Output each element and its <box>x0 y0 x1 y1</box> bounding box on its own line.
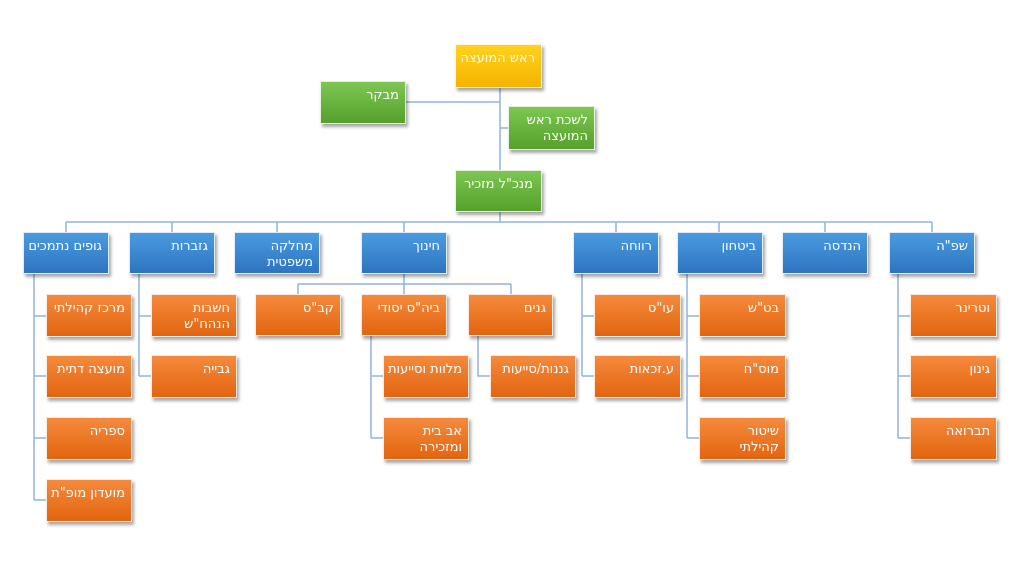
unit-label: עו"ס <box>647 301 674 316</box>
unit-box[interactable]: מלוות וסייעות <box>383 355 469 398</box>
council-head-label: ראש המועצה <box>460 51 535 66</box>
dept-supported-bodies[interactable]: גופים נתמכים <box>23 232 109 274</box>
unit-box[interactable]: גנים <box>468 294 553 336</box>
unit-box[interactable]: בט"ש <box>699 294 786 337</box>
unit-box[interactable]: שיטור קהילתי <box>699 417 786 460</box>
unit-box[interactable]: חשבות הנהח"ש <box>151 294 237 337</box>
unit-label: ע.זכאות <box>629 362 674 377</box>
unit-label: מלוות וסייעות <box>388 362 462 377</box>
auditor-label: מבקר <box>366 88 399 103</box>
unit-box[interactable]: וטרינר <box>910 294 997 337</box>
dept-label: ביטחון <box>721 239 756 254</box>
unit-label: אב בית ומזכירה <box>419 424 463 456</box>
ceo-label: מנכ"ל מזכיר <box>464 177 533 192</box>
unit-label: מועצה דתית <box>57 362 125 377</box>
unit-box[interactable]: ביה"ס יסודי <box>361 294 447 336</box>
unit-box[interactable]: אב בית ומזכירה <box>383 417 469 460</box>
unit-label: גננות/סייעות <box>502 362 569 377</box>
unit-label: גנים <box>523 301 546 316</box>
dept-label: מחלקה משפטית <box>266 239 313 271</box>
unit-label: ספריה <box>89 424 125 439</box>
unit-label: קב"ס <box>302 301 334 316</box>
unit-box[interactable]: תברואה <box>910 417 997 460</box>
dept-treasury[interactable]: גזברות <box>129 232 215 274</box>
council-head-box[interactable]: ראש המועצה <box>455 44 542 88</box>
unit-label: חשבות הנהח"ש <box>184 301 230 333</box>
unit-label: מוס"ח <box>743 362 779 377</box>
unit-box[interactable]: עו"ס <box>594 294 681 337</box>
unit-box[interactable]: מוס"ח <box>699 355 786 398</box>
unit-box[interactable]: גינון <box>910 355 997 398</box>
dept-label: רווחה <box>620 239 652 254</box>
dept-label: שפ"ה <box>936 239 968 254</box>
unit-label: תברואה <box>945 424 990 439</box>
dept-legal[interactable]: מחלקה משפטית <box>234 232 320 274</box>
dept-label: חינוך <box>412 239 440 254</box>
unit-box[interactable]: ספריה <box>46 417 132 460</box>
unit-box[interactable]: קב"ס <box>255 294 341 336</box>
unit-box[interactable]: ע.זכאות <box>594 355 681 398</box>
unit-box[interactable]: גבייה <box>151 355 237 398</box>
unit-label: מרכז קהילתי <box>53 301 125 316</box>
unit-label: ביה"ס יסודי <box>377 301 440 316</box>
ceo-box[interactable]: מנכ"ל מזכיר <box>455 170 542 212</box>
dept-label: גופים נתמכים <box>28 239 102 254</box>
unit-box[interactable]: מועצה דתית <box>46 355 132 398</box>
unit-box[interactable]: גננות/סייעות <box>490 355 576 398</box>
unit-label: גינון <box>969 362 990 377</box>
unit-label: מועדון מופ"ת <box>51 486 125 501</box>
unit-label: גבייה <box>202 362 230 377</box>
unit-label: שיטור קהילתי <box>739 424 779 456</box>
dept-welfare[interactable]: רווחה <box>573 232 659 274</box>
auditor-box[interactable]: מבקר <box>320 81 406 124</box>
unit-box[interactable]: מרכז קהילתי <box>46 294 132 337</box>
unit-box[interactable]: מועדון מופ"ת <box>46 479 132 522</box>
dept-security[interactable]: ביטחון <box>677 232 763 274</box>
unit-label: וטרינר <box>955 301 990 316</box>
unit-label: בט"ש <box>747 301 779 316</box>
dept-label: גזברות <box>171 239 208 254</box>
dept-label: הנדסה <box>823 239 861 254</box>
council-head-office-label: לשכת ראש המועצה <box>526 113 588 145</box>
dept-education[interactable]: חינוך <box>361 232 447 274</box>
dept-engineering[interactable]: הנדסה <box>782 232 868 274</box>
kindergarten-connector <box>477 336 490 377</box>
council-head-office-box[interactable]: לשכת ראש המועצה <box>508 106 595 150</box>
dept-shefa[interactable]: שפ"ה <box>889 232 975 274</box>
